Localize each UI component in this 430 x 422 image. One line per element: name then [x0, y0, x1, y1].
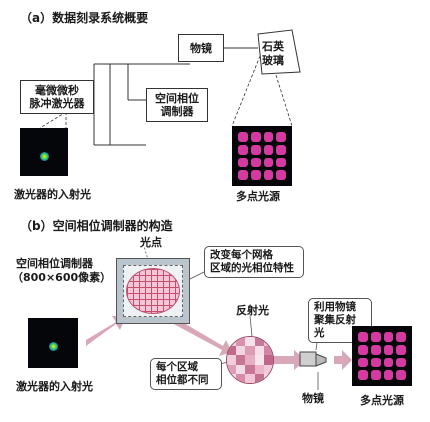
slm-box: 空间相位 调制器: [146, 88, 208, 122]
callout-change-line-2: 区域的光相位特性: [210, 262, 294, 274]
slm-grid-circle: [126, 268, 180, 314]
quartz-label-1: 石英: [262, 40, 284, 53]
laser-spot: [40, 152, 49, 161]
mirror-box: 物镜: [178, 34, 224, 62]
callout-region-line-2: 相位都不同: [156, 374, 209, 386]
slm-label-b-2: （800×600像素）: [12, 271, 112, 284]
callout-change-line-1: 改变每个网格: [210, 249, 273, 261]
laser-spot-b: [49, 342, 58, 351]
quartz-label-2: 玻璃: [262, 54, 284, 67]
multipoint-grid-a: [238, 132, 286, 180]
callout-lens-line-1: 利用物镜: [314, 301, 356, 313]
slm-label-1: 空间相位: [155, 92, 199, 105]
laser-beam-image-a: [20, 128, 68, 176]
reflect-label: 反射光: [236, 304, 269, 317]
callout-change-phase: 改变每个网格 区域的光相位特性: [204, 246, 304, 278]
multipoint-label-b: 多点光源: [360, 394, 404, 407]
multipoint-image-b: [352, 326, 412, 386]
callout-region-phase: 每个区域 相位都不同: [150, 358, 222, 390]
slm-label-b-1: 空间相位调制器: [16, 257, 93, 270]
callout-region-line-1: 每个区域: [156, 361, 198, 373]
multipoint-grid-b: [358, 332, 406, 380]
slm-device: [116, 258, 190, 324]
laser-beam-image-b: [28, 318, 78, 368]
multipoint-label-a: 多点光源: [236, 190, 280, 203]
laser-incident-label-a: 激光器的入射光: [14, 188, 91, 201]
slm-panel: [123, 265, 183, 317]
laser-box: 毫微微秒 脉冲激光器: [20, 80, 94, 114]
section-a-title: （a）数据刻录系统概要: [20, 11, 149, 25]
laser-incident-label-b: 激光器的入射光: [16, 380, 93, 393]
spot-label: 光点: [140, 236, 162, 249]
lens-label-b: 物镜: [302, 392, 324, 405]
mirror-label: 物镜: [190, 41, 212, 55]
laser-label-2: 脉冲激光器: [29, 97, 85, 110]
laser-label-1: 毫微微秒: [35, 84, 79, 97]
multipoint-image-a: [232, 126, 292, 186]
reflected-light-circle: [226, 336, 274, 384]
callout-lens-line-2: 聚集反射光: [314, 314, 356, 339]
slm-label-2: 调制器: [160, 105, 194, 118]
section-b-title: （b）空间相位调制器的构造: [20, 219, 173, 233]
